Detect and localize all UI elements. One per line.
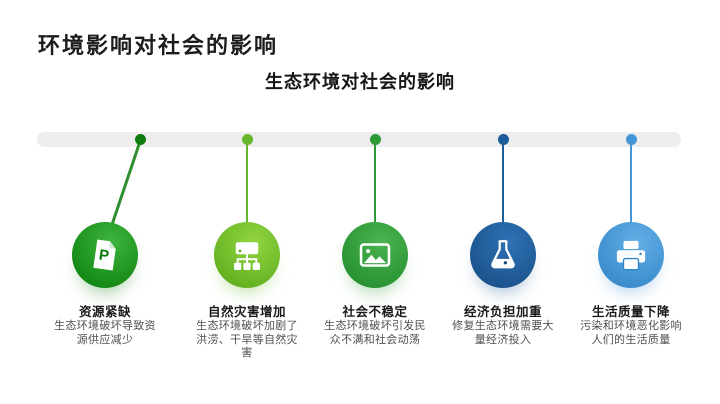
slide-title: 环境影响对社会的影响 [38, 33, 279, 58]
timeline-dot [135, 134, 146, 145]
timeline-item-natural-disasters: 自然灾害增加 生态环境破坏加剧了洪涝、干旱等自然灾害 [183, 130, 311, 375]
connector-line [373, 142, 377, 223]
item-description: 生态环境破坏加剧了洪涝、干旱等自然灾害 [196, 320, 298, 359]
timeline-dot [626, 134, 637, 145]
slide-subtitle: 生态环境对社会的影响 [265, 72, 455, 92]
connector-line [109, 139, 142, 227]
sitemap-icon [234, 242, 260, 270]
presentation-file-icon: P [93, 239, 116, 271]
printer-icon [616, 240, 646, 271]
timeline-dot [242, 134, 253, 145]
timeline-item-social-instability: 社会不稳定 生态环境破坏引发民众不满和社会动荡 [311, 130, 439, 375]
item-title: 经济负担加重 [463, 305, 542, 319]
timeline-item-resource-shortage: P 资源紧缺 生态环境破坏导致资源供应减少 [41, 130, 169, 375]
item-circle [598, 222, 664, 288]
connector-line [501, 142, 505, 223]
timeline-item-economic-burden: 经济负担加重 修复生态环境需要大量经济投入 [439, 130, 567, 375]
item-description: 生态环境破坏导致资源供应减少 [54, 320, 156, 346]
item-circle: P [72, 222, 138, 288]
connector-line [629, 142, 633, 223]
timeline-dot [370, 134, 381, 145]
item-title: 资源紧缺 [78, 305, 131, 319]
item-circle [470, 222, 536, 288]
item-title: 自然灾害增加 [207, 305, 286, 319]
item-description: 修复生态环境需要大量经济投入 [452, 320, 554, 346]
connector-line [245, 142, 249, 223]
svg-text:P: P [98, 246, 110, 264]
timeline-item-quality-of-life: 生活质量下降 污染和环境恶化影响人们的生活质量 [567, 130, 695, 375]
item-description: 污染和环境恶化影响人们的生活质量 [580, 320, 682, 346]
item-title: 生活质量下降 [591, 305, 670, 319]
item-title: 社会不稳定 [342, 305, 408, 319]
timeline-dot [498, 134, 509, 145]
item-circle [214, 222, 280, 288]
flask-icon [491, 240, 515, 269]
timeline-bar [37, 132, 681, 147]
item-description: 生态环境破坏引发民众不满和社会动荡 [324, 320, 426, 346]
image-icon [359, 243, 391, 267]
item-circle [342, 222, 408, 288]
